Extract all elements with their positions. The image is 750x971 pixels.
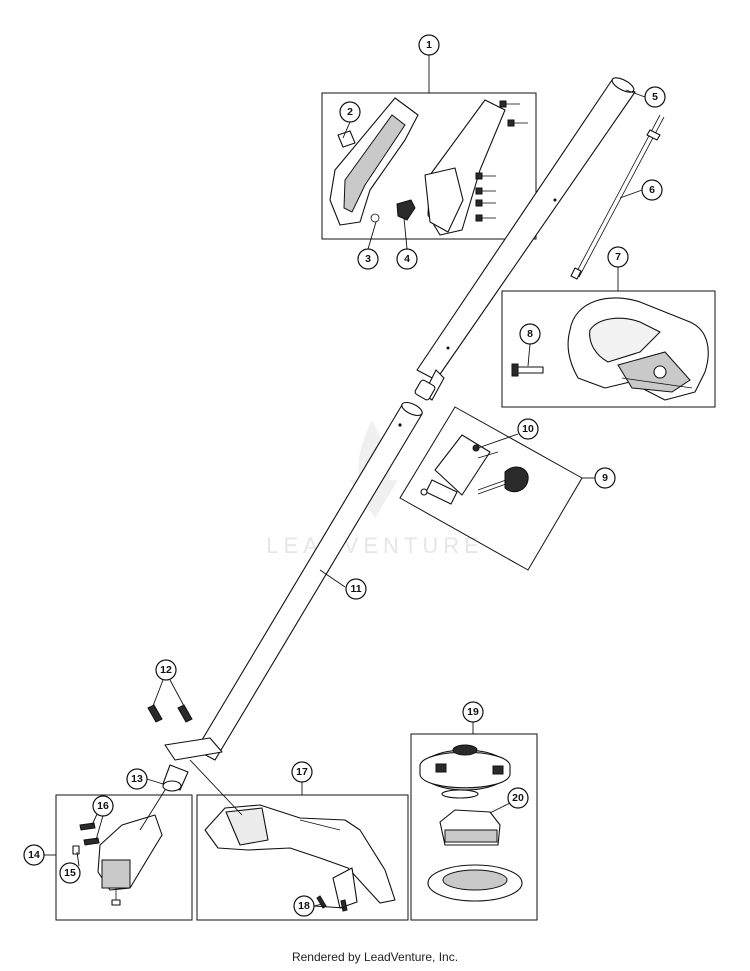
svg-text:18: 18 [298,900,310,912]
box-shield [196,794,409,921]
callout-16: 16 [92,795,114,817]
svg-text:10: 10 [522,423,534,435]
svg-text:20: 20 [512,792,524,804]
callout-17: 17 [291,761,313,783]
clamp-screws [147,704,193,723]
watermark-text: LEADVENTURE [266,533,484,558]
svg-text:2: 2 [347,106,353,118]
handle-screws [475,100,528,222]
rear-handle [511,297,709,401]
box-gearhead [55,794,193,921]
callout-11: 11 [345,578,367,600]
callout-8: 8 [519,323,541,345]
svg-text:4: 4 [404,253,410,265]
trimmer-head [419,744,523,902]
svg-text:13: 13 [131,773,143,785]
upper-shaft [414,77,636,401]
svg-text:17: 17 [296,766,308,778]
svg-text:1: 1 [426,39,432,51]
callout-5: 5 [644,86,666,108]
callout-9: 9 [594,467,616,489]
callout-18: 18 [293,895,315,917]
svg-text:15: 15 [64,867,76,879]
box-trimmer-head [410,733,538,921]
callout-19: 19 [462,701,484,723]
callout-1: 1 [418,34,440,56]
svg-text:16: 16 [97,800,109,812]
callout-20: 20 [507,787,529,809]
svg-text:19: 19 [467,706,479,718]
callout-15: 15 [59,862,81,884]
svg-text:7: 7 [615,251,621,263]
box-rear-handle [501,290,716,408]
shaft-clamp [162,737,223,792]
box-coupler [399,406,583,571]
handle-halves [329,97,528,236]
callout-7: 7 [607,246,629,268]
debris-shield [204,804,396,912]
callout-3: 3 [357,248,379,270]
gearhead [72,814,163,906]
svg-text:8: 8 [527,328,533,340]
svg-text:9: 9 [602,472,608,484]
svg-text:5: 5 [652,91,658,103]
callout-6: 6 [641,179,663,201]
callout-2: 2 [339,101,361,123]
callout-13: 13 [126,768,148,790]
lower-shaft [195,401,423,761]
coupler [420,434,529,505]
callout-14: 14 [23,844,45,866]
svg-text:3: 3 [365,253,371,265]
svg-text:6: 6 [649,184,655,196]
svg-text:11: 11 [350,583,361,595]
svg-text:14: 14 [28,849,40,861]
callout-4: 4 [396,248,418,270]
svg-text:12: 12 [160,664,172,676]
callout-12: 12 [155,659,177,681]
leader-lines [44,55,646,909]
callout-10: 10 [517,418,539,440]
footer-credit: Rendered by LeadVenture, Inc. [291,950,459,964]
